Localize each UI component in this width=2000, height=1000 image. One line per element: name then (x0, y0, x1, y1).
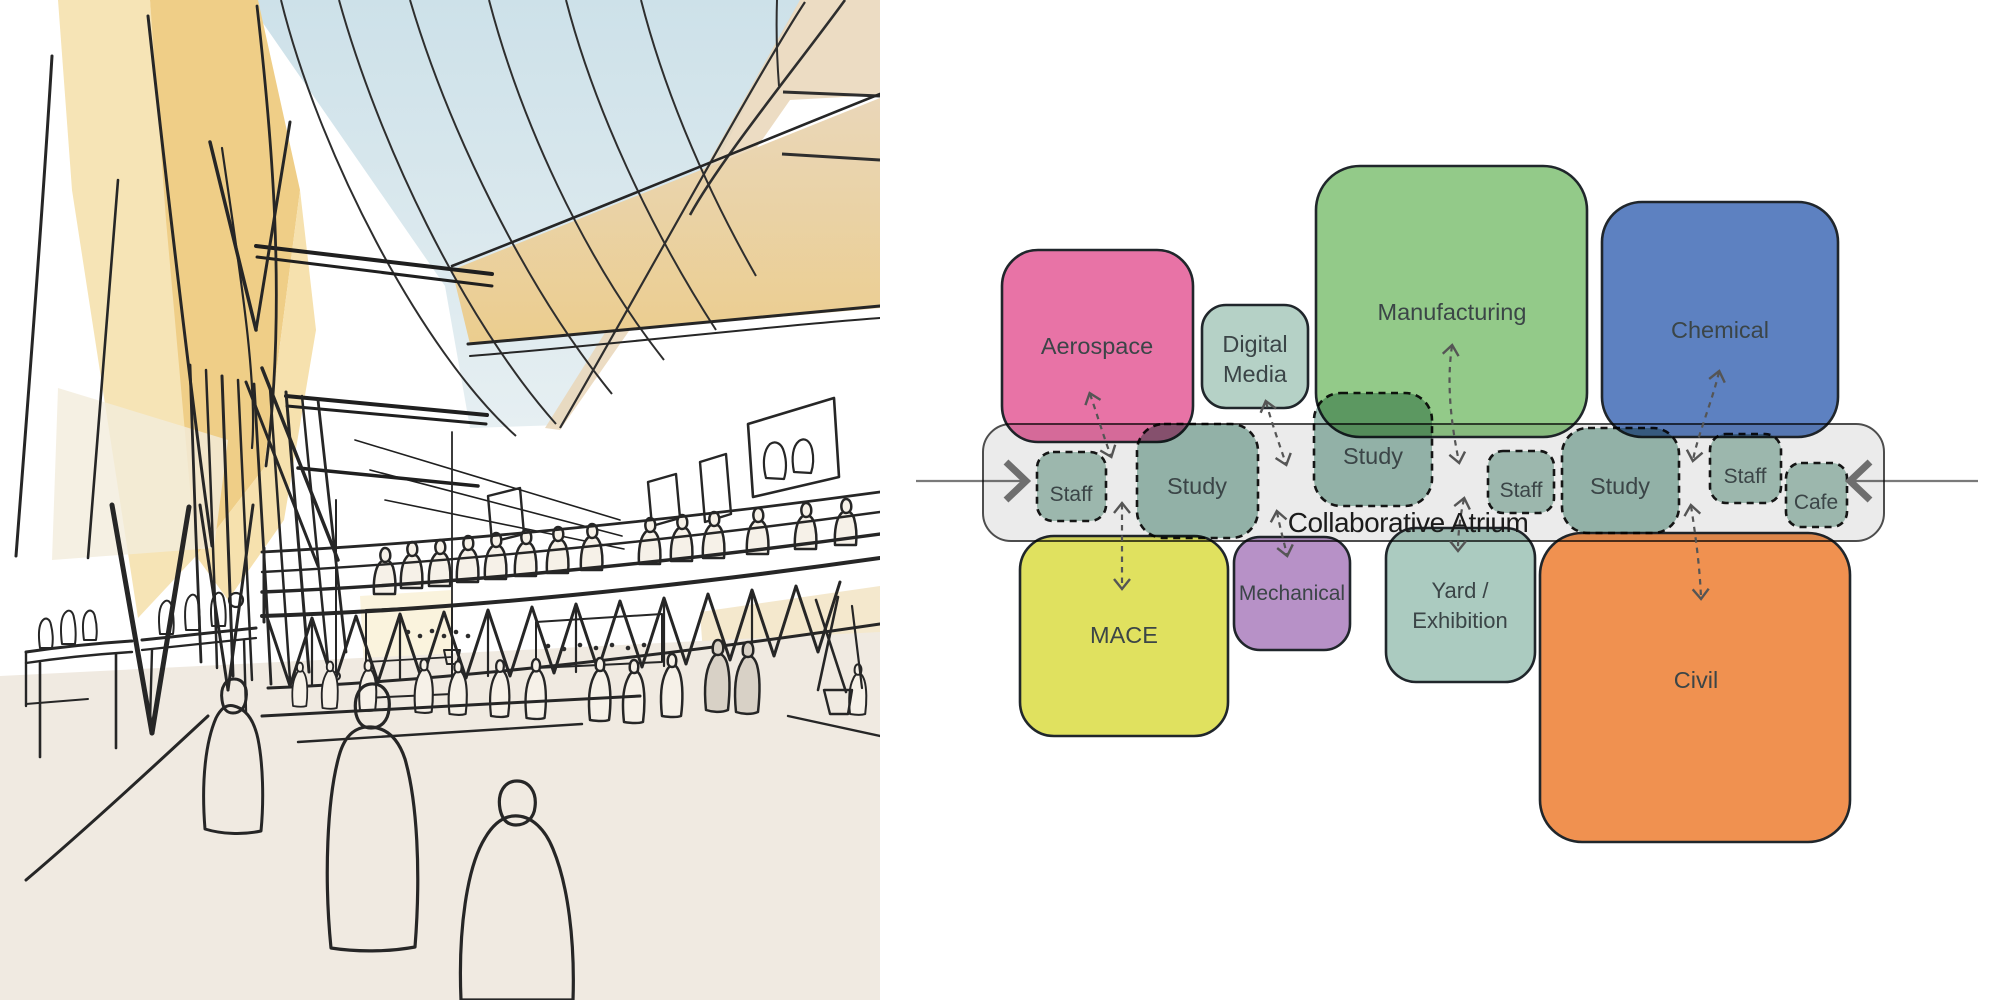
block-cafe (1784, 461, 1849, 529)
wall-art-frame (698, 452, 733, 524)
background-opening (535, 613, 663, 669)
label-manufacturing: Manufacturing (1378, 299, 1527, 325)
block-staff-east (1708, 432, 1783, 505)
label-cafe: Cafe (1794, 491, 1838, 514)
program-blocks (1000, 164, 1852, 844)
sky-wash (247, 0, 800, 428)
sculpture-outline (791, 438, 815, 475)
label-media: Media (1223, 361, 1288, 387)
arrow-digital-media-atrium (1259, 399, 1292, 467)
left-wall-ink (14, 4, 348, 736)
label-aerospace: Aerospace (1041, 333, 1153, 359)
block-yard-exhibition (1384, 526, 1537, 684)
label-collaborative-atrium: Collaborative Atrium (1288, 507, 1529, 538)
block-study-east (1560, 426, 1681, 535)
roof-beams (254, 244, 625, 550)
watercolor-washes (0, 0, 880, 1000)
entry-chevrons (1003, 459, 1873, 503)
label-staff-east: Staff (1724, 465, 1767, 488)
bridge-rail (260, 510, 880, 574)
label-chemical: Chemical (1671, 317, 1769, 343)
connection-arrows (1084, 343, 1726, 601)
label-study-mid: Study (1343, 443, 1403, 469)
concept-sketch (0, 0, 880, 1000)
bridge-truss (266, 580, 842, 688)
diagram-labels: Aerospace Digital Media Manufacturing Ch… (1041, 299, 1838, 693)
arrow-aerospace-atrium (1084, 391, 1117, 459)
ground-rail (260, 694, 642, 718)
block-staff-west (1035, 450, 1108, 523)
bridge-slab-top (260, 532, 880, 594)
bridge-slab-bottom (260, 556, 880, 618)
label-mechanical: Mechanical (1239, 582, 1345, 605)
label-digital: Digital (1222, 331, 1287, 357)
label-exhibition: Exhibition (1412, 608, 1507, 633)
block-study-mid (1312, 391, 1434, 508)
distant-people-dots (405, 628, 647, 652)
label-yard: Yard / (1431, 578, 1489, 603)
gallery-window (746, 396, 841, 499)
ground-people-shaded (703, 638, 761, 716)
label-staff-west: Staff (1050, 483, 1093, 506)
label-staff-mid: Staff (1500, 479, 1543, 502)
bridge-rail (260, 490, 880, 554)
label-study-east: Study (1590, 473, 1650, 499)
sculpture-outline (762, 441, 787, 481)
label-study-west: Study (1167, 473, 1227, 499)
easel (814, 595, 864, 716)
right-wall-ink (450, 92, 880, 544)
label-mace: MACE (1090, 622, 1158, 648)
skylight-glazing (280, 0, 880, 437)
truss-bottom-chord (266, 622, 880, 690)
cafe-tables (24, 591, 258, 759)
floor-wash (0, 632, 880, 1000)
block-digital-media (1200, 303, 1310, 410)
left-wall-wash (150, 0, 300, 556)
foreground-figures (202, 677, 575, 1000)
left-wall-highlight (196, 190, 316, 600)
block-staff-mid (1486, 449, 1556, 515)
entry-chevron-east (1844, 459, 1873, 503)
left-ceiling-wash (52, 388, 228, 560)
arrow-yard-atrium (1449, 496, 1471, 553)
right-wall-wash (452, 98, 880, 344)
floor-edge-left (24, 714, 210, 882)
label-civil: Civil (1674, 667, 1718, 693)
floor-edge-right (786, 714, 880, 738)
entry-chevron-west (1003, 459, 1032, 503)
arrow-manufacturing-atrium (1441, 343, 1467, 465)
ground-scene (260, 605, 868, 744)
arrow-mechanical-atrium (1269, 509, 1294, 558)
foreground (24, 591, 880, 1000)
mezzanine-bridge (260, 431, 880, 690)
block-study-west (1135, 422, 1260, 540)
atrium-blocks (1035, 391, 1849, 540)
